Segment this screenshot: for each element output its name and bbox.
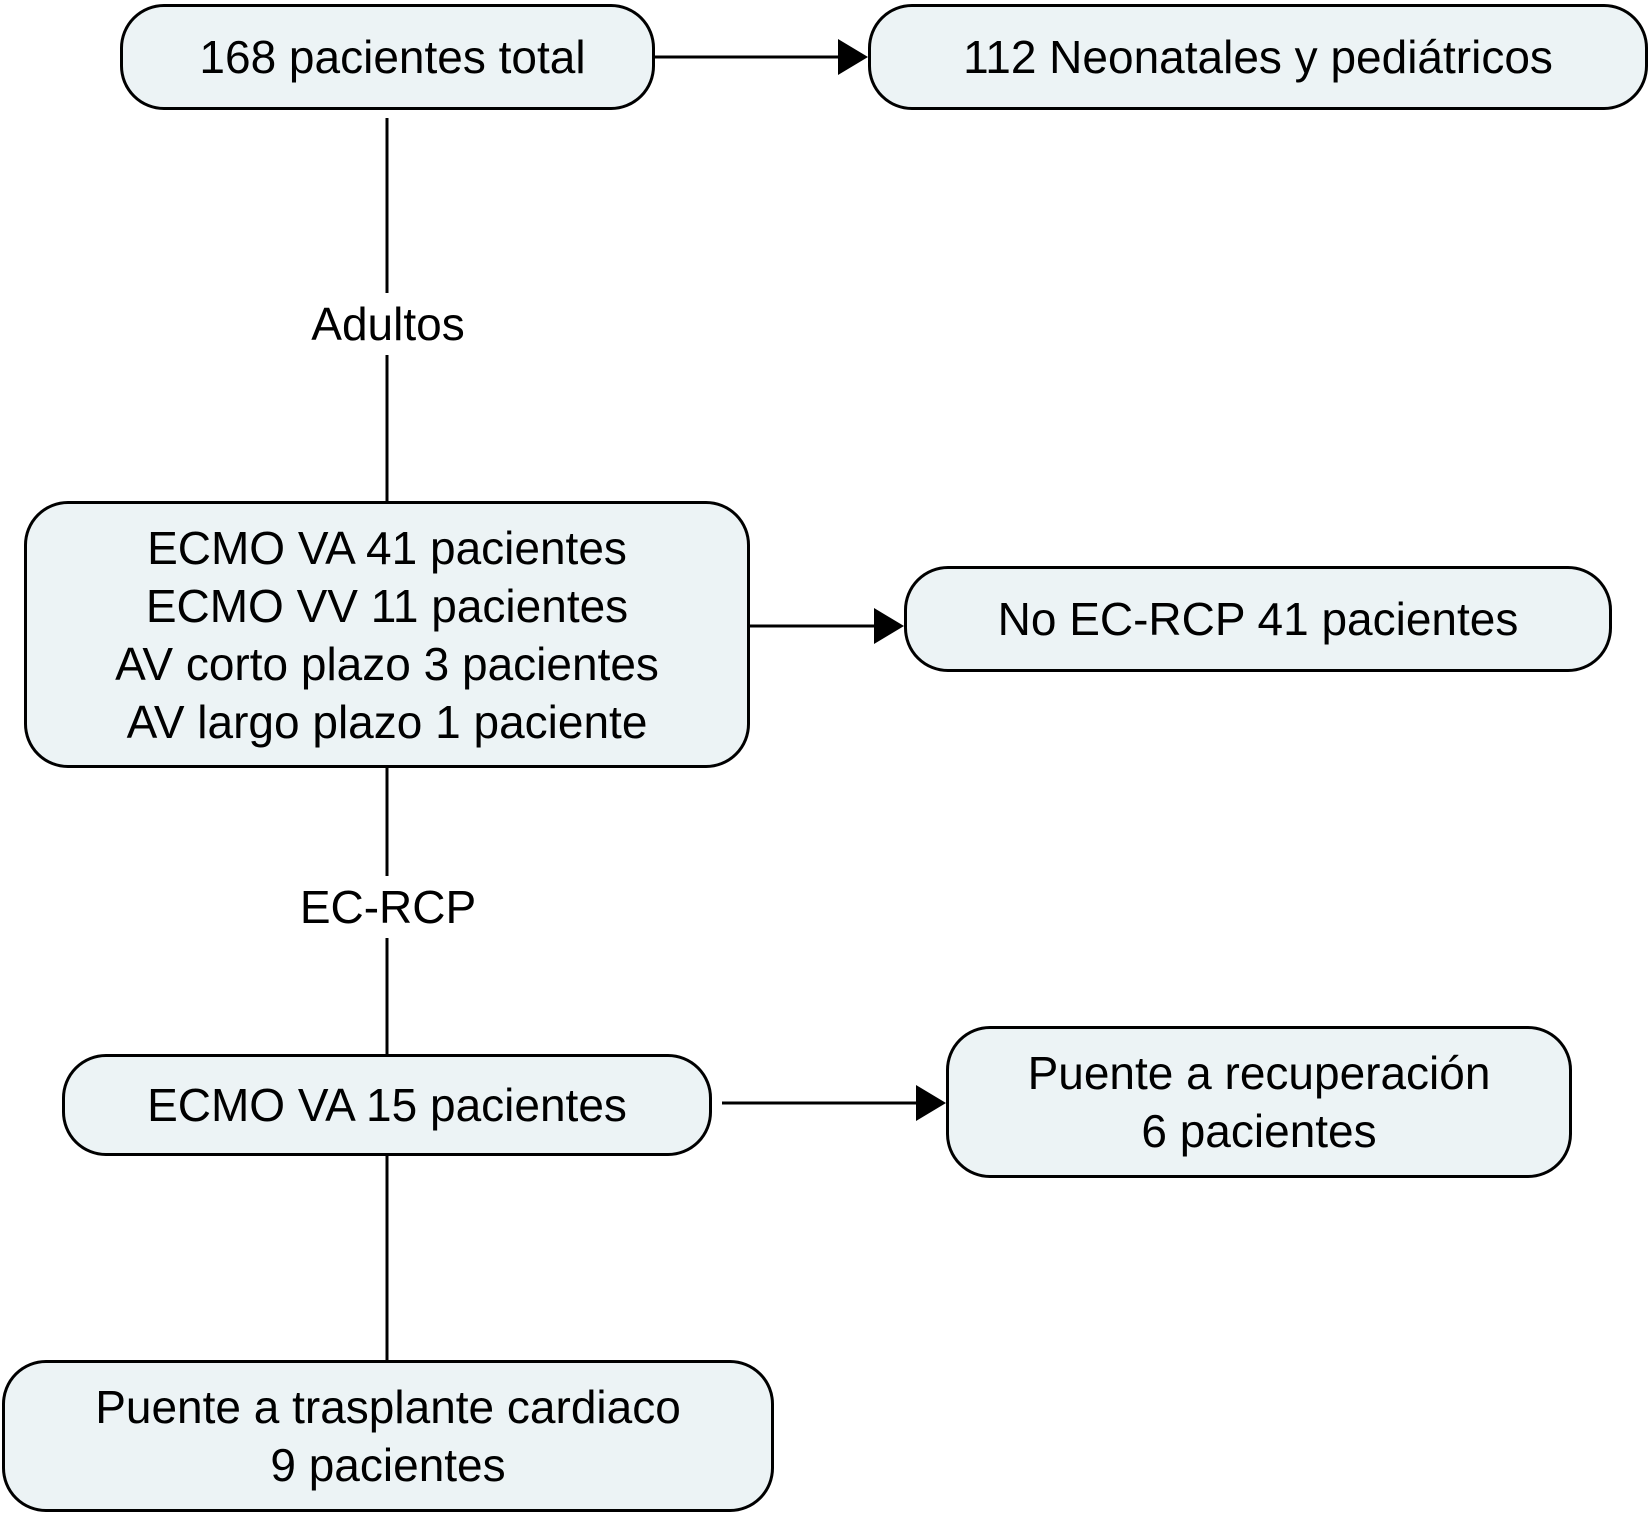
- node-ecmo-va-15: ECMO VA 15 pacientes: [62, 1054, 712, 1156]
- node-neonatal-line-1: 112 Neonatales y pediátricos: [963, 31, 1553, 83]
- edge-label-adultos: Adultos: [290, 293, 486, 355]
- arrowhead-recovery: [916, 1085, 946, 1121]
- node-adults-line-3: AV corto plazo 3 pacientes: [115, 637, 659, 690]
- node-no-ec-rcp: No EC-RCP 41 pacientes: [904, 566, 1612, 672]
- node-adults-line-2: ECMO VV 11 pacientes: [145, 579, 629, 632]
- node-recovery-line-2: 6 pacientes: [1141, 1105, 1377, 1157]
- edge-label-ec-rcp: EC-RCP: [288, 876, 488, 938]
- node-recovery-line-1: Puente a recuperación: [1027, 1047, 1491, 1099]
- arrowhead-no-ecrcp: [874, 608, 904, 644]
- node-ecmo-va-15-line-1: ECMO VA 15 pacientes: [147, 1079, 627, 1131]
- node-transplant-line-2: 9 pacientes: [270, 1439, 506, 1491]
- node-no-ecrcp-line-1: No EC-RCP 41 pacientes: [997, 593, 1519, 645]
- node-adults-line-1: ECMO VA 41 pacientes: [147, 521, 627, 574]
- node-total-line-1: 168 pacientes total: [199, 31, 586, 83]
- node-total-patients: 168 pacientes total: [120, 4, 655, 110]
- arrowhead-neonatal: [838, 39, 868, 75]
- node-bridge-to-transplant: Puente a trasplante cardiaco 9 pacientes: [2, 1360, 774, 1512]
- node-neonatal-pediatric: 112 Neonatales y pediátricos: [868, 4, 1648, 110]
- node-transplant-line-1: Puente a trasplante cardiaco: [95, 1381, 681, 1433]
- node-bridge-to-recovery: Puente a recuperación 6 pacientes: [946, 1026, 1572, 1178]
- node-adults-breakdown: ECMO VA 41 pacientes ECMO VV 11 paciente…: [24, 501, 750, 768]
- node-adults-line-4: AV largo plazo 1 paciente: [126, 695, 648, 748]
